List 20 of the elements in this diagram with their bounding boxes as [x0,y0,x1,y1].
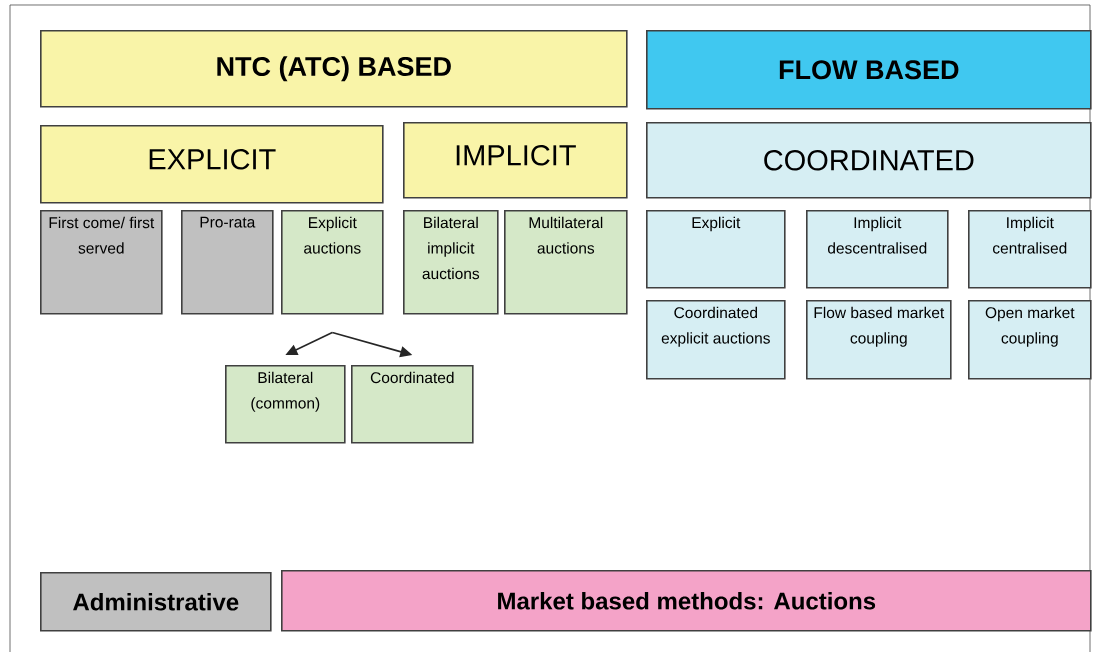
method-box: Multilateral auctions [504,210,628,315]
method-box: Bilateral (common) [225,365,346,444]
category-header: NTC (ATC) BASED [40,30,628,108]
method-box: Coordinated [351,365,474,444]
method-box: Open market coupling [968,300,1092,380]
method-box: First come/ first served [40,210,163,315]
method-group-bar: Market based methods: Auctions [281,570,1092,632]
category-box: EXPLICIT [40,125,384,204]
method-box: Coordinated explicit auctions [646,300,786,380]
category-box: COORDINATED [646,122,1092,199]
method-box: Implicit centralised [968,210,1092,289]
method-box: Pro-rata [181,210,274,315]
method-box: Implicit descentralised [806,210,949,289]
method-box: Bilateral implicit auctions [403,210,499,315]
category-box: IMPLICIT [403,122,628,199]
method-box: Explicit [646,210,786,289]
method-box: Flow based market coupling [806,300,952,380]
category-header: FLOW BASED [646,30,1092,110]
method-group-bar: Administrative [40,572,272,632]
method-box: Explicit auctions [281,210,384,315]
